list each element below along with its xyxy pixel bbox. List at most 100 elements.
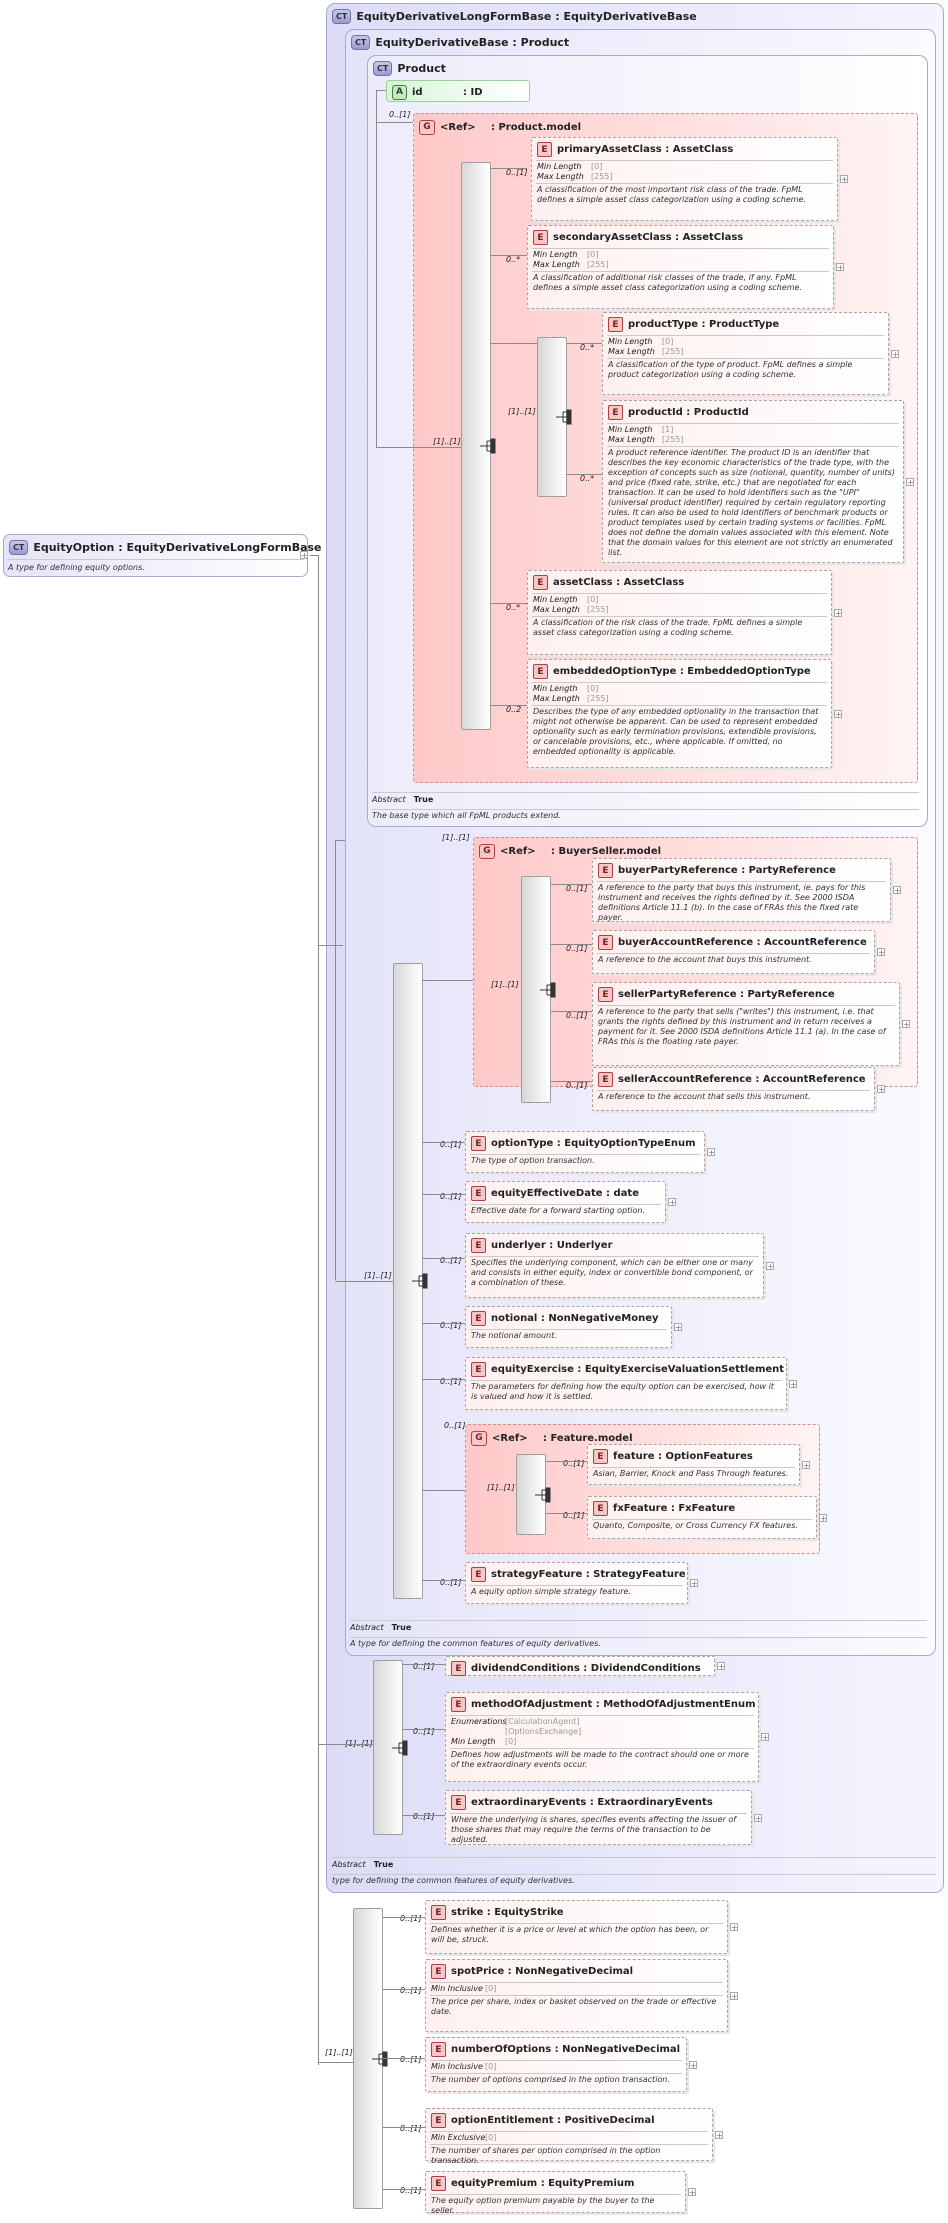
element-cardinality: 0..[1] [563, 1511, 585, 1520]
expand-toggle[interactable]: + [689, 2061, 697, 2070]
expand-toggle[interactable]: + [906, 478, 914, 487]
expand-toggle[interactable]: + [717, 1662, 725, 1671]
separator [430, 2194, 681, 2195]
expand-toggle[interactable]: + [754, 1814, 762, 1823]
expand-toggle[interactable]: + [834, 609, 842, 618]
connector-line [318, 945, 343, 946]
group-title: G<Ref>: BuyerSeller.model [479, 843, 661, 859]
element-cardinality: 0..[1] [400, 2055, 422, 2064]
expand-toggle[interactable]: + [834, 710, 842, 719]
expand-toggle[interactable]: + [819, 1514, 827, 1523]
expand-toggle[interactable]: + [730, 1992, 738, 2001]
expand-toggle[interactable]: + [893, 886, 901, 895]
facet-key: Min Length [608, 425, 653, 434]
element-name: optionType : EquityOptionTypeEnum [491, 1138, 696, 1149]
expand-toggle[interactable]: + [877, 948, 885, 957]
element-icon: E [431, 1905, 446, 1920]
facet-row: Min Length[0] [451, 1737, 754, 1747]
expand-toggle[interactable]: + [902, 1020, 910, 1029]
facet-value: [0] [505, 1737, 517, 1746]
facet-key: Max Length [608, 435, 655, 444]
separator [430, 2144, 708, 2145]
facet-key: Min Exclusive [431, 2133, 486, 2142]
expand-toggle[interactable]: + [707, 1148, 715, 1157]
element-facets: Min Length[0]Max Length[255] [608, 337, 884, 357]
expand-toggle[interactable]: + [789, 1380, 797, 1389]
separator [597, 953, 870, 954]
connector-line [491, 168, 527, 169]
element-name: spotPrice : NonNegativeDecimal [451, 1966, 634, 1977]
complex-type-doc: A type for defining the common features … [350, 1639, 601, 1648]
element-icon: E [598, 863, 613, 878]
element-facets: Min Length[1]Max Length[255] [608, 425, 899, 445]
expand-toggle[interactable]: + [836, 263, 844, 272]
element-name: strike : EquityStrike [451, 1907, 564, 1918]
expand-toggle[interactable]: + [840, 175, 848, 184]
abstract-key: Abstract [350, 1623, 384, 1632]
expand-toggle[interactable]: + [674, 1323, 682, 1332]
separator [532, 271, 829, 272]
element-doc: A product reference identifier. The prod… [608, 448, 895, 557]
complex-type-icon: CT [332, 8, 352, 24]
connector-line [423, 1142, 465, 1143]
sequence-cardinality: [1]..[1] [364, 1271, 392, 1280]
sequence-cardinality: [1]..[1] [491, 980, 519, 989]
expand-toggle[interactable]: + [877, 1085, 885, 1094]
element-icon: E [451, 1697, 466, 1712]
facet-value: [0] [485, 2133, 497, 2142]
expand-toggle[interactable]: + [300, 551, 308, 560]
expand-toggle[interactable]: + [688, 2188, 696, 2197]
element-doc: The number of shares per option comprise… [431, 2146, 661, 2165]
group-name: : Feature.model [543, 1432, 633, 1444]
expand-toggle[interactable]: + [715, 2131, 723, 2140]
expand-toggle[interactable]: + [690, 1579, 698, 1588]
connector-line [383, 2058, 425, 2059]
expand-toggle[interactable]: + [668, 1198, 676, 1207]
separator [607, 446, 899, 447]
facet-key: Max Length [533, 605, 580, 614]
facet-key: Min Length [537, 162, 582, 171]
group-cardinality: [1]..[1] [442, 833, 470, 842]
expand-toggle[interactable]: + [761, 1733, 769, 1742]
expand-toggle[interactable]: + [730, 1923, 738, 1932]
separator [332, 1857, 936, 1858]
expand-toggle[interactable]: + [802, 1461, 810, 1470]
expand-toggle[interactable]: + [766, 1262, 774, 1271]
expand-toggle[interactable]: + [891, 350, 899, 359]
element-cardinality: 0..[1] [440, 1321, 462, 1330]
element-name: equityPremium : EquityPremium [451, 2178, 635, 2189]
